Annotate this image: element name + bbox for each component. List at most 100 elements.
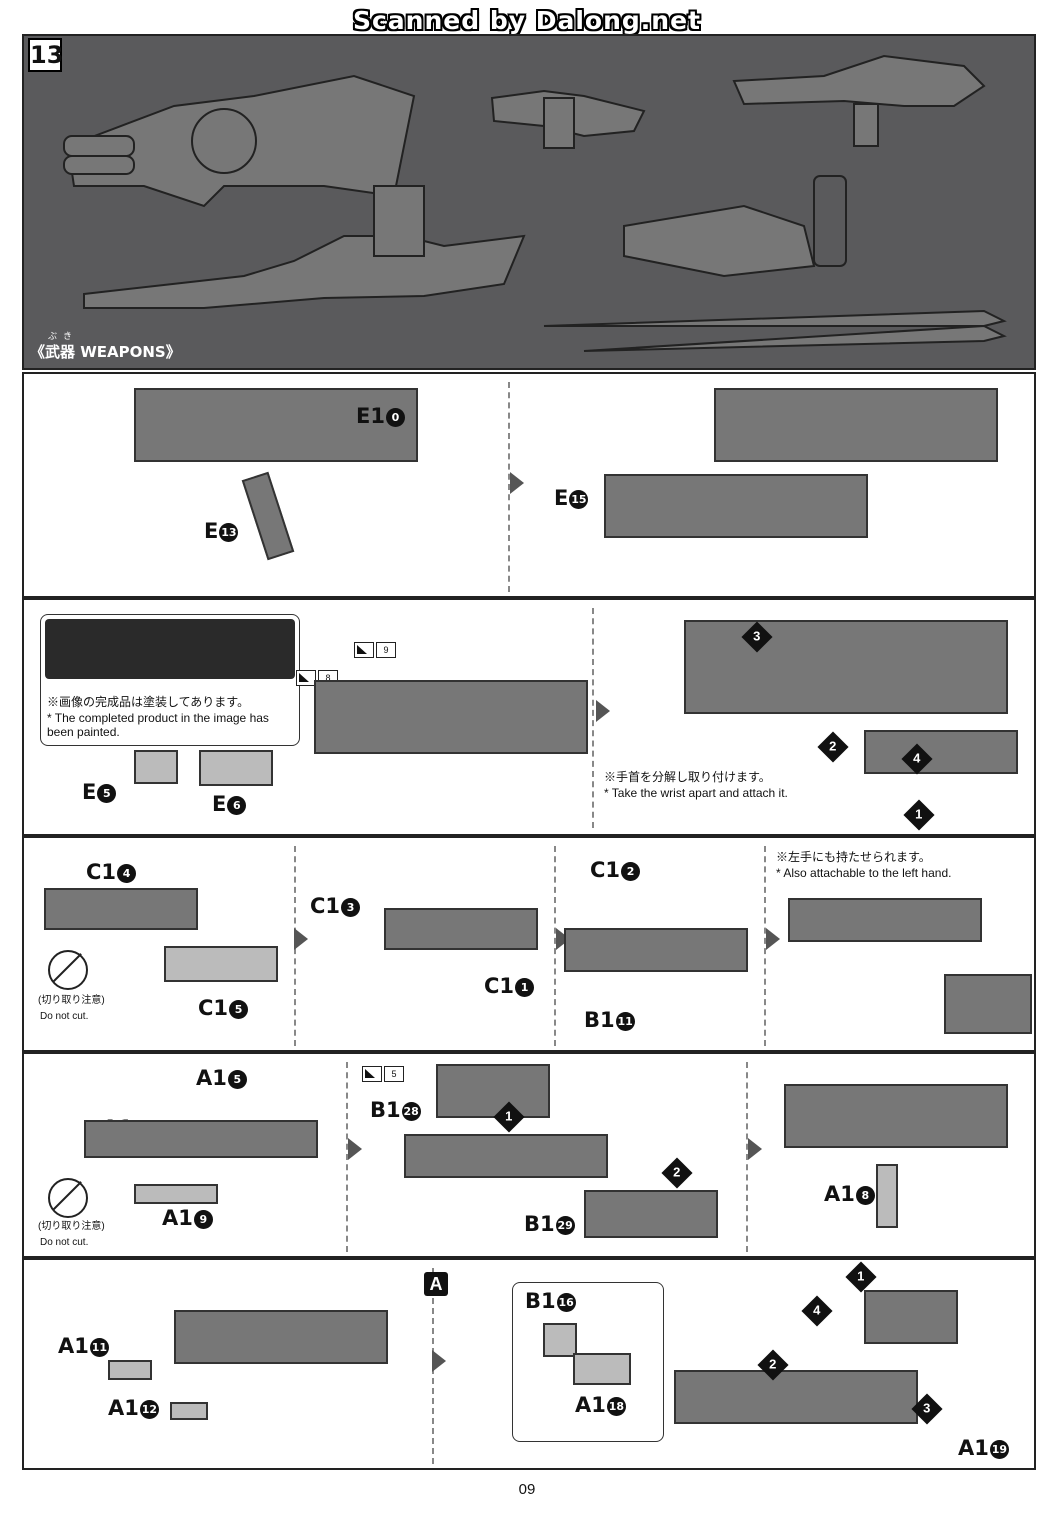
rifle-stock-part-right [714, 388, 998, 462]
painted-note-box: ※画像の完成品は塗装してあります。 * The completed produc… [40, 614, 300, 746]
row-divider [508, 382, 510, 592]
flow-arrow [766, 928, 780, 950]
wrist-note-en: * Take the wrist apart and attach it. [604, 786, 788, 800]
grip-part [876, 1164, 898, 1228]
row-divider [592, 608, 594, 828]
badge-2: 2 [661, 1157, 693, 1189]
left-hand-note-en: * Also attachable to the left hand. [776, 866, 952, 880]
badge-4: 4 [801, 1295, 833, 1327]
flow-arrow [596, 700, 610, 722]
no-cut-icon [48, 1178, 88, 1218]
row-divider [554, 846, 556, 1046]
bazooka-part [314, 680, 588, 754]
no-cut-icon [48, 950, 88, 990]
arm-part [864, 730, 1018, 774]
step-number: 13 [28, 38, 63, 72]
assembly-row-5: A15 A110 A19 (切り取り注意) Do not cut. 5 B128… [22, 1052, 1036, 1258]
page-number: 09 [518, 1481, 536, 1498]
assembly-row-3: ※画像の完成品は塗装してあります。 * The completed produc… [22, 598, 1036, 836]
upper-receiver [436, 1064, 550, 1118]
row-divider [764, 846, 766, 1046]
smg-side-part [164, 946, 278, 982]
left-hand-note-jp: ※左手にも持たせられます。 [776, 850, 931, 864]
smg-with-handle [564, 928, 748, 972]
sticker-icon [354, 642, 374, 658]
sticker-icon [296, 670, 316, 686]
weapons-illustration [63, 54, 1007, 352]
part-b116 [543, 1323, 577, 1357]
sticker-5: 5 [384, 1066, 404, 1082]
rifle-final [674, 1370, 918, 1424]
barrel-part [199, 750, 273, 786]
arm-part [864, 1290, 958, 1344]
smg-assembly [384, 908, 538, 950]
row-divider [346, 1062, 348, 1252]
smg-final [788, 898, 982, 942]
muzzle-part [108, 1360, 152, 1380]
badge-1: 1 [903, 799, 935, 831]
painted-note-jp: ※画像の完成品は塗装してあります。 [47, 695, 250, 709]
flow-arrow [432, 1350, 446, 1372]
rifle-part [84, 1120, 318, 1158]
part-a118 [573, 1353, 631, 1385]
weapons-ruby: ぶき [48, 332, 79, 342]
row-divider [746, 1062, 748, 1252]
rifle-stock-part [134, 388, 418, 462]
weapons-overview-panel: 13 ぶき 《武器 WEAPONS》 [22, 34, 1036, 370]
rifle-body-part [604, 474, 868, 538]
nocut-note-jp: (切り取り注意) [38, 1221, 105, 1232]
sticker-9: 9 [376, 642, 396, 658]
hand-part [944, 974, 1032, 1034]
flow-arrow [294, 928, 308, 950]
smg-body-part [44, 888, 198, 930]
rifle-body [404, 1134, 608, 1178]
weapons-title: 《武器 WEAPONS》 [30, 343, 181, 361]
painted-photo [45, 619, 295, 679]
badge-1: 1 [845, 1261, 877, 1293]
muzzle-part [134, 750, 178, 784]
bazooka-assembled [684, 620, 1008, 714]
badge-2: 2 [817, 731, 849, 763]
flow-arrow [748, 1138, 762, 1160]
side-cover [584, 1190, 718, 1238]
rifle-final [784, 1084, 1008, 1148]
painted-note-en: * The completed product in the image has… [47, 711, 269, 739]
barrel-part [134, 1184, 218, 1204]
watermark: Scanned by Dalong.net [352, 6, 701, 35]
sticker-icon [362, 1066, 382, 1082]
wrist-note-jp: ※手首を分解し取り付けます。 [604, 770, 771, 784]
sub-step-a: A [424, 1272, 448, 1296]
flow-arrow [510, 472, 524, 494]
flow-arrow [348, 1138, 362, 1160]
part-a112 [170, 1402, 208, 1420]
nocut-note-en: Do not cut. [40, 1237, 89, 1248]
nocut-note-jp: (切り取り注意) [38, 995, 105, 1006]
nocut-note-en: Do not cut. [40, 1011, 89, 1022]
weapons-label: ぶき 《武器 WEAPONS》 [30, 332, 181, 362]
grip-part [241, 471, 295, 561]
